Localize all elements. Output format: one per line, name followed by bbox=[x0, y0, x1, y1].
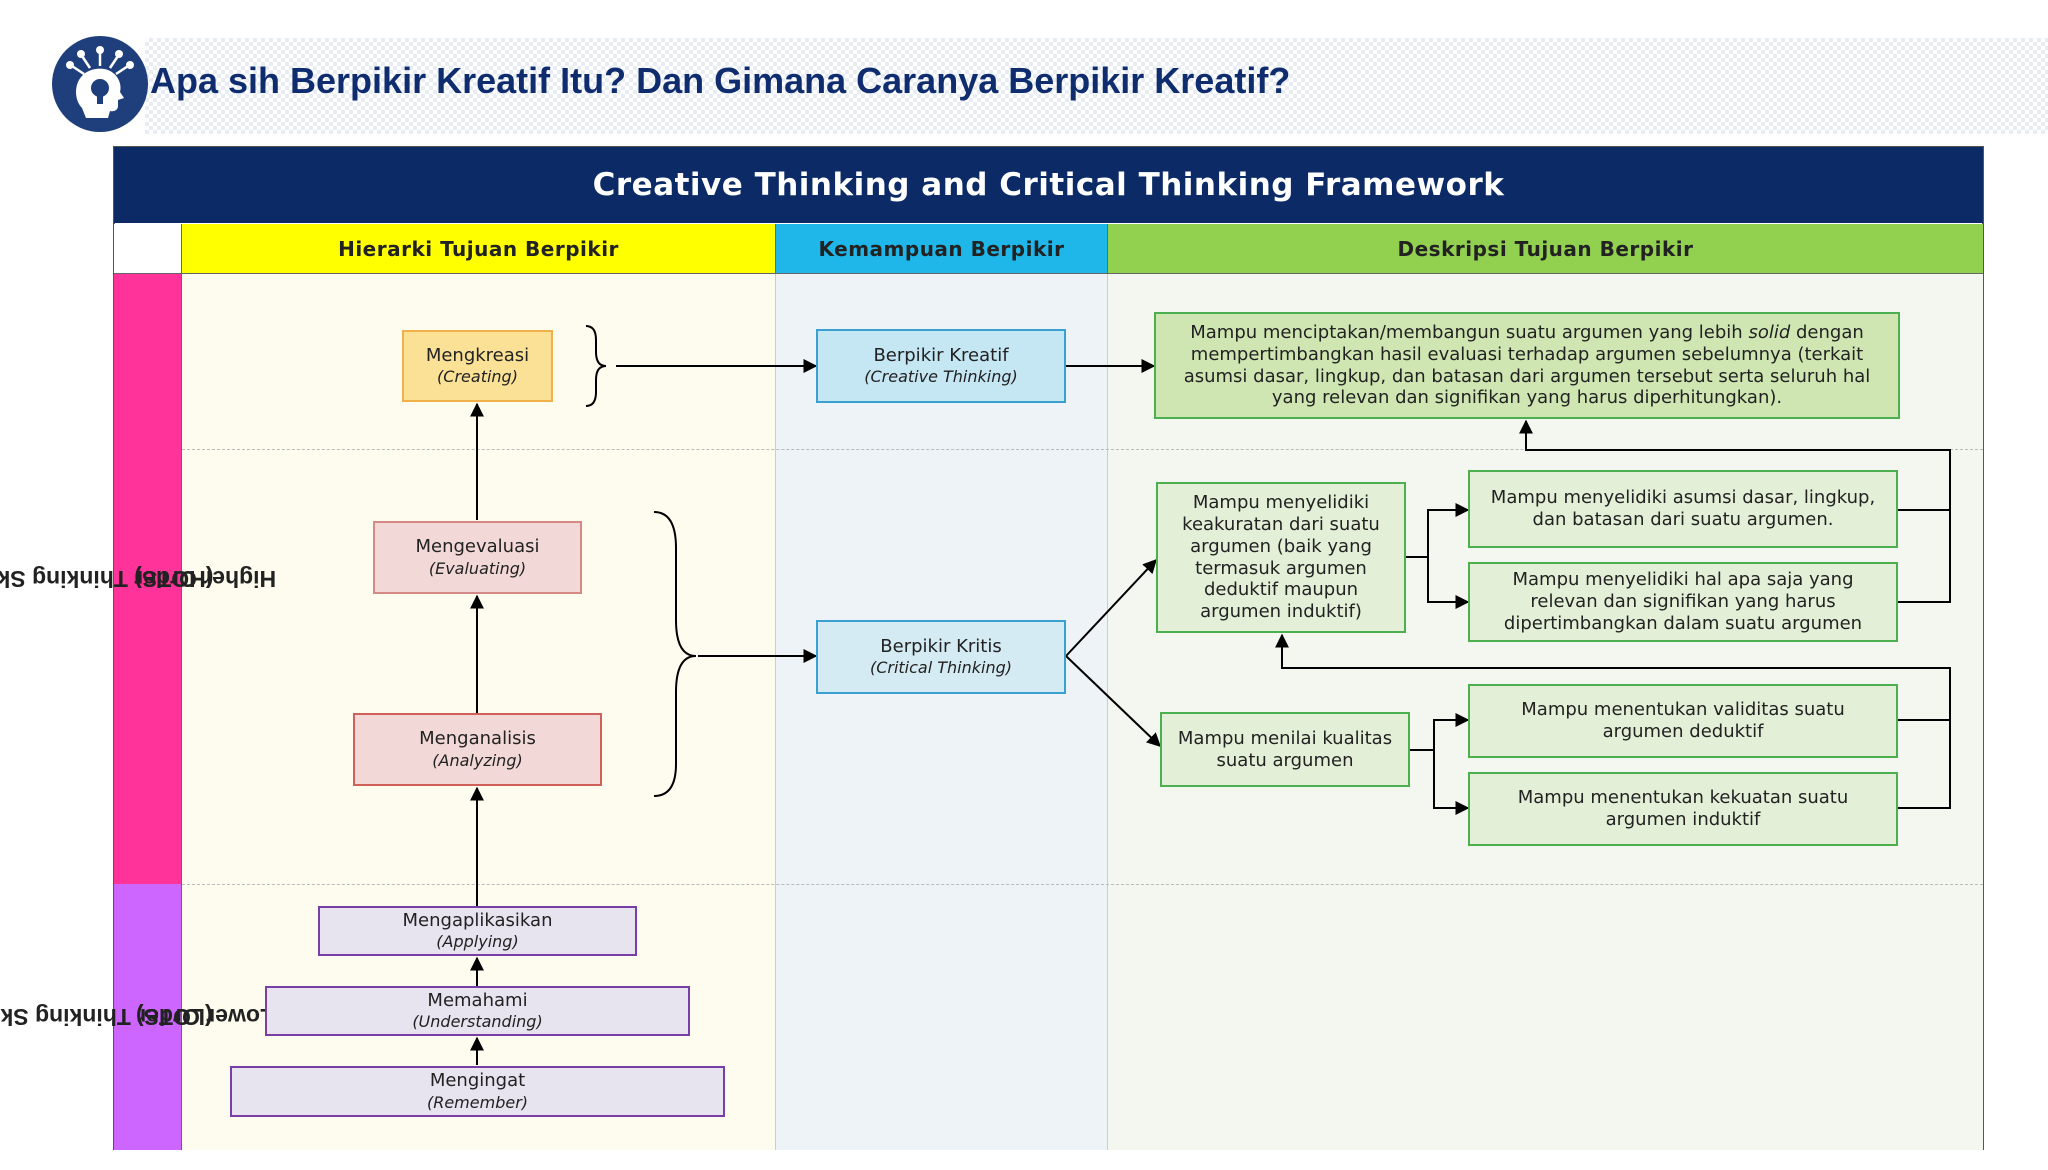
desc-validity-text: Mampu menentukan validitas suatu argumen… bbox=[1521, 699, 1845, 742]
page-title: Apa sih Berpikir Kreatif Itu? Dan Gimana… bbox=[150, 60, 1291, 101]
brace-creating bbox=[585, 325, 607, 407]
desc-assumptions: Mampu menyelidiki asumsi dasar, lingkup,… bbox=[1468, 470, 1898, 548]
creative-thinking-en: (Creative Thinking) bbox=[864, 367, 1018, 387]
header-pattern bbox=[145, 38, 2048, 134]
box-analyzing-en: (Analyzing) bbox=[432, 750, 523, 770]
desc-assumptions-text: Mampu menyelidiki asumsi dasar, lingkup,… bbox=[1490, 487, 1876, 530]
framework-title: Creative Thinking and Critical Thinking … bbox=[114, 147, 1983, 223]
box-applying: Mengaplikasikan (Applying) bbox=[318, 906, 637, 956]
box-applying-label: Mengaplikasikan bbox=[402, 909, 553, 931]
ability-column bbox=[776, 274, 1108, 1150]
desc-strength-text: Mampu menentukan kekuatan suatu argumen … bbox=[1517, 787, 1849, 830]
box-creating: Mengkreasi (Creating) bbox=[402, 330, 553, 402]
arrow-investigate-relevant bbox=[1427, 557, 1470, 609]
box-analyzing: Menganalisis (Analyzing) bbox=[353, 713, 602, 786]
box-evaluating-label: Mengevaluasi bbox=[415, 536, 540, 558]
creative-thinking-label: Berpikir Kreatif bbox=[873, 344, 1009, 366]
desc-investigate: Mampu menyelidiki keakuratan dari suatu … bbox=[1156, 482, 1406, 633]
desc-relevant-text: Mampu menyelidiki hal apa saja yang rele… bbox=[1503, 569, 1863, 634]
box-analyzing-label: Menganalisis bbox=[419, 728, 536, 750]
critical-thinking-label: Berpikir Kritis bbox=[880, 635, 1002, 657]
desc-assess: Mampu menilai kualitas suatu argumen bbox=[1160, 712, 1410, 787]
arrow-feedback-creative bbox=[1519, 419, 1951, 511]
lightbulb-head-icon bbox=[66, 46, 134, 118]
box-critical-thinking: Berpikir Kritis (Critical Thinking) bbox=[816, 620, 1066, 694]
arrow-feedback-investigate bbox=[1275, 633, 1951, 721]
box-creative-thinking: Berpikir Kreatif (Creative Thinking) bbox=[816, 329, 1066, 403]
hots-row-label: Higher Order Thinking Skills(HOTS) bbox=[0, 274, 276, 884]
box-remember-label: Mengingat bbox=[429, 1070, 526, 1092]
arrow-critical-assess bbox=[1065, 655, 1162, 747]
row-divider bbox=[182, 884, 1983, 885]
box-remember-en: (Remember) bbox=[426, 1092, 529, 1112]
arrow-assess-strength bbox=[1433, 750, 1470, 815]
arrow-assess-validity bbox=[1410, 713, 1470, 751]
box-creating-label: Mengkreasi bbox=[425, 344, 530, 366]
brace-critical bbox=[653, 511, 697, 797]
box-understanding: Memahami (Understanding) bbox=[265, 986, 690, 1036]
logo bbox=[52, 36, 148, 132]
lots-row-label: Lower Order Thinking Skills(LOTS) bbox=[0, 884, 274, 1150]
corner-cell bbox=[114, 224, 182, 274]
desc-strength: Mampu menentukan kekuatan suatu argumen … bbox=[1468, 772, 1898, 846]
critical-thinking-en: (Critical Thinking) bbox=[869, 658, 1013, 678]
box-creating-en: (Creating) bbox=[437, 367, 518, 387]
header-hierarchy: Hierarki Tujuan Berpikir bbox=[182, 224, 776, 274]
desc-creative: Mampu menciptakan/membangun suatu argume… bbox=[1154, 312, 1900, 419]
arrow-critical-investigate bbox=[1065, 558, 1157, 657]
box-understanding-en: (Understanding) bbox=[412, 1012, 543, 1032]
desc-creative-text: Mampu menciptakan/membangun suatu argume… bbox=[1183, 321, 1871, 409]
box-applying-en: (Applying) bbox=[436, 932, 519, 952]
desc-investigate-text: Mampu menyelidiki keakuratan dari suatu … bbox=[1182, 491, 1380, 623]
box-evaluating: Mengevaluasi (Evaluating) bbox=[373, 521, 582, 594]
header-ability: Kemampuan Berpikir bbox=[776, 224, 1108, 274]
box-understanding-label: Memahami bbox=[427, 989, 528, 1011]
desc-assess-text: Mampu menilai kualitas suatu argumen bbox=[1177, 727, 1393, 771]
box-evaluating-en: (Evaluating) bbox=[428, 558, 527, 578]
desc-validity: Mampu menentukan validitas suatu argumen… bbox=[1468, 684, 1898, 758]
box-remember: Mengingat (Remember) bbox=[230, 1066, 725, 1117]
arrow-investigate-assumptions bbox=[1405, 503, 1470, 558]
header-description: Deskripsi Tujuan Berpikir bbox=[1108, 224, 1983, 274]
desc-relevant: Mampu menyelidiki hal apa saja yang rele… bbox=[1468, 562, 1898, 642]
row-divider bbox=[182, 449, 1983, 450]
